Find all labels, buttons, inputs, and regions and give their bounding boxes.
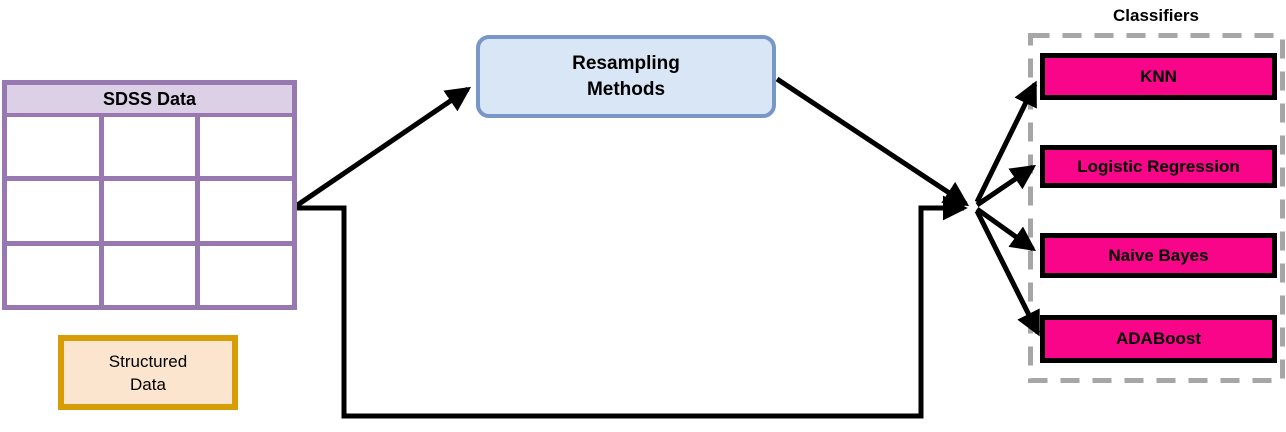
sdss-table-grid xyxy=(7,117,292,305)
resampling-methods-box: Resampling Methods xyxy=(476,35,776,118)
table-cell xyxy=(200,245,292,305)
arrow-bypass-path xyxy=(296,195,968,419)
structured-data-box: Structured Data xyxy=(58,335,238,410)
arrow-resampling-to-junction xyxy=(775,76,970,207)
classifiers-title: Classifiers xyxy=(1113,6,1199,25)
sdss-data-table: SDSS Data xyxy=(2,80,297,310)
classifier-logistic-regression: Logistic Regression xyxy=(1040,145,1277,188)
table-cell xyxy=(200,181,292,241)
classifier-naive-bayes: Naive Bayes xyxy=(1040,233,1277,278)
classifier-naive-bayes-label: Naive Bayes xyxy=(1108,245,1209,265)
table-cell xyxy=(103,117,196,177)
arrow-junction-to-knn xyxy=(974,80,1038,204)
table-cell xyxy=(7,245,99,305)
table-cell xyxy=(7,117,99,177)
classifier-adaboost-label: ADABoost xyxy=(1116,329,1201,348)
structured-data-label: Structured Data xyxy=(108,351,188,394)
table-cell xyxy=(103,245,196,305)
resampling-methods-label: Resampling Methods xyxy=(572,52,680,100)
table-cell xyxy=(103,181,196,241)
arrow-junction-to-adaboost xyxy=(974,209,1041,337)
arrow-table-to-resampling xyxy=(294,86,472,209)
classifier-logistic-regression-label: Logistic Regression xyxy=(1077,156,1240,176)
table-cell xyxy=(7,181,99,241)
arrow-junction-to-naive-bayes xyxy=(975,206,1037,252)
table-cell xyxy=(200,117,292,177)
sdss-table-title: SDSS Data xyxy=(7,85,292,113)
arrow-junction-to-logistic-regression xyxy=(975,164,1037,208)
classifier-knn: KNN xyxy=(1040,53,1277,100)
classifiers-group-border xyxy=(1028,33,1285,383)
classifier-knn-label: KNN xyxy=(1140,66,1177,86)
classifier-adaboost: ADABoost xyxy=(1040,315,1277,363)
